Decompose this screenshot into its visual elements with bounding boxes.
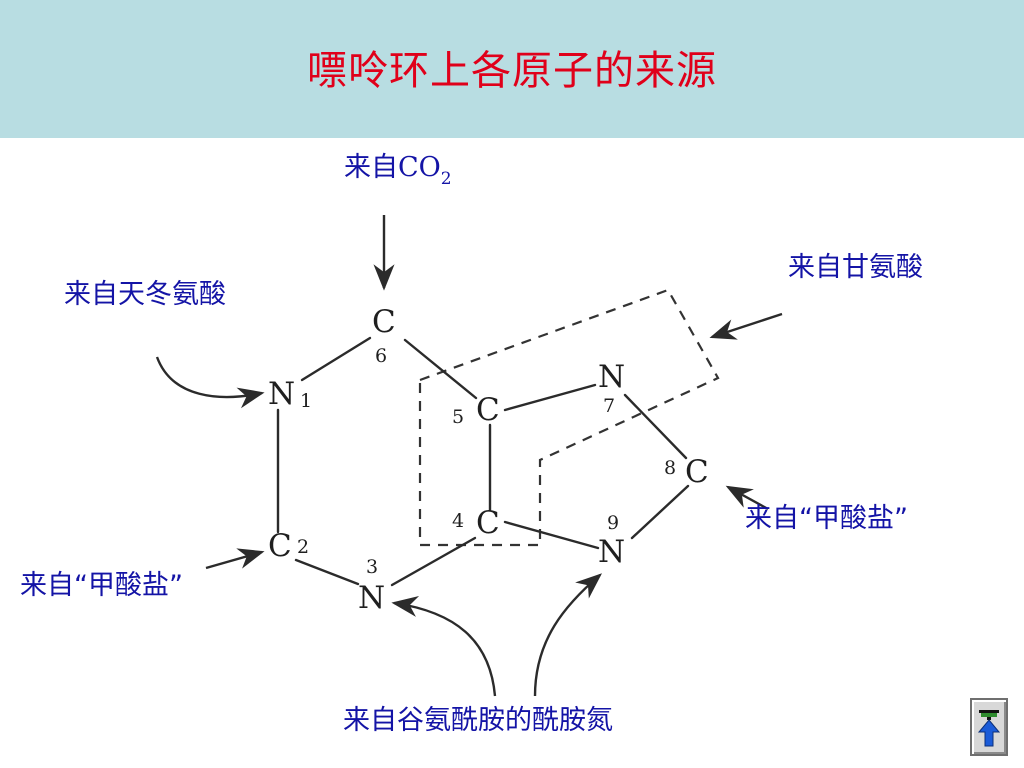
bond-c5-n7	[503, 383, 597, 412]
atom-n1-number: 1	[300, 390, 312, 412]
formate-right-source-label: 来自“甲酸盐”	[745, 503, 908, 534]
co2-source-label: 来自CO2	[344, 152, 452, 189]
up-arrow-icon	[977, 710, 1001, 747]
bond-c6-n1	[300, 336, 372, 382]
atom-n7: N	[598, 359, 625, 395]
co2-prefix: 来自	[344, 152, 398, 183]
bond-n3-c4	[390, 536, 477, 587]
header-banner	[0, 0, 1024, 138]
glutamine-arrow-n3	[391, 596, 497, 697]
bond-c8-n9	[630, 484, 690, 540]
atom-c4-number: 4	[452, 510, 464, 532]
aspartate-arrow	[155, 356, 265, 409]
atom-n9: N	[598, 534, 625, 570]
atom-n3: N	[358, 580, 385, 616]
atom-c2: C	[268, 528, 292, 564]
co2-formula: CO	[398, 152, 441, 183]
atom-n7-number: 7	[603, 395, 615, 417]
formate-left-arrow	[205, 548, 265, 570]
glycine-arrow	[709, 312, 783, 340]
formate-left-source-label: 来自“甲酸盐”	[20, 570, 183, 601]
aspartate-source-label: 来自天冬氨酸	[64, 279, 226, 310]
bond-c2-n3	[294, 558, 360, 586]
page-title: 嘌呤环上各原子的来源	[307, 48, 717, 94]
atom-c4: C	[476, 505, 500, 541]
atom-c6-number: 6	[375, 345, 387, 367]
atom-c8-number: 8	[664, 457, 676, 479]
atom-n1: N	[268, 376, 295, 412]
atom-c5-number: 5	[452, 406, 464, 428]
glycine-source-label: 来自甘氨酸	[788, 252, 923, 283]
co2-subscript: 2	[441, 169, 452, 189]
glycine-dashed-box	[418, 288, 720, 547]
bond-c4-n9	[503, 520, 600, 550]
glutamine-source-label: 来自谷氨酰胺的酰胺氮	[343, 705, 613, 736]
atom-c2-number: 2	[297, 536, 309, 558]
atom-n3-number: 3	[366, 556, 378, 578]
nav-up-button[interactable]	[970, 698, 1008, 756]
bond-c5-c6	[403, 338, 478, 400]
formate-right-arrow	[725, 485, 769, 511]
atom-n9-number: 9	[607, 512, 619, 534]
atom-c6: C	[372, 304, 396, 340]
bond-n7-c8	[623, 393, 688, 460]
glutamine-arrow-n9	[533, 573, 603, 697]
atom-c8: C	[685, 454, 709, 490]
atom-c5: C	[476, 392, 500, 428]
